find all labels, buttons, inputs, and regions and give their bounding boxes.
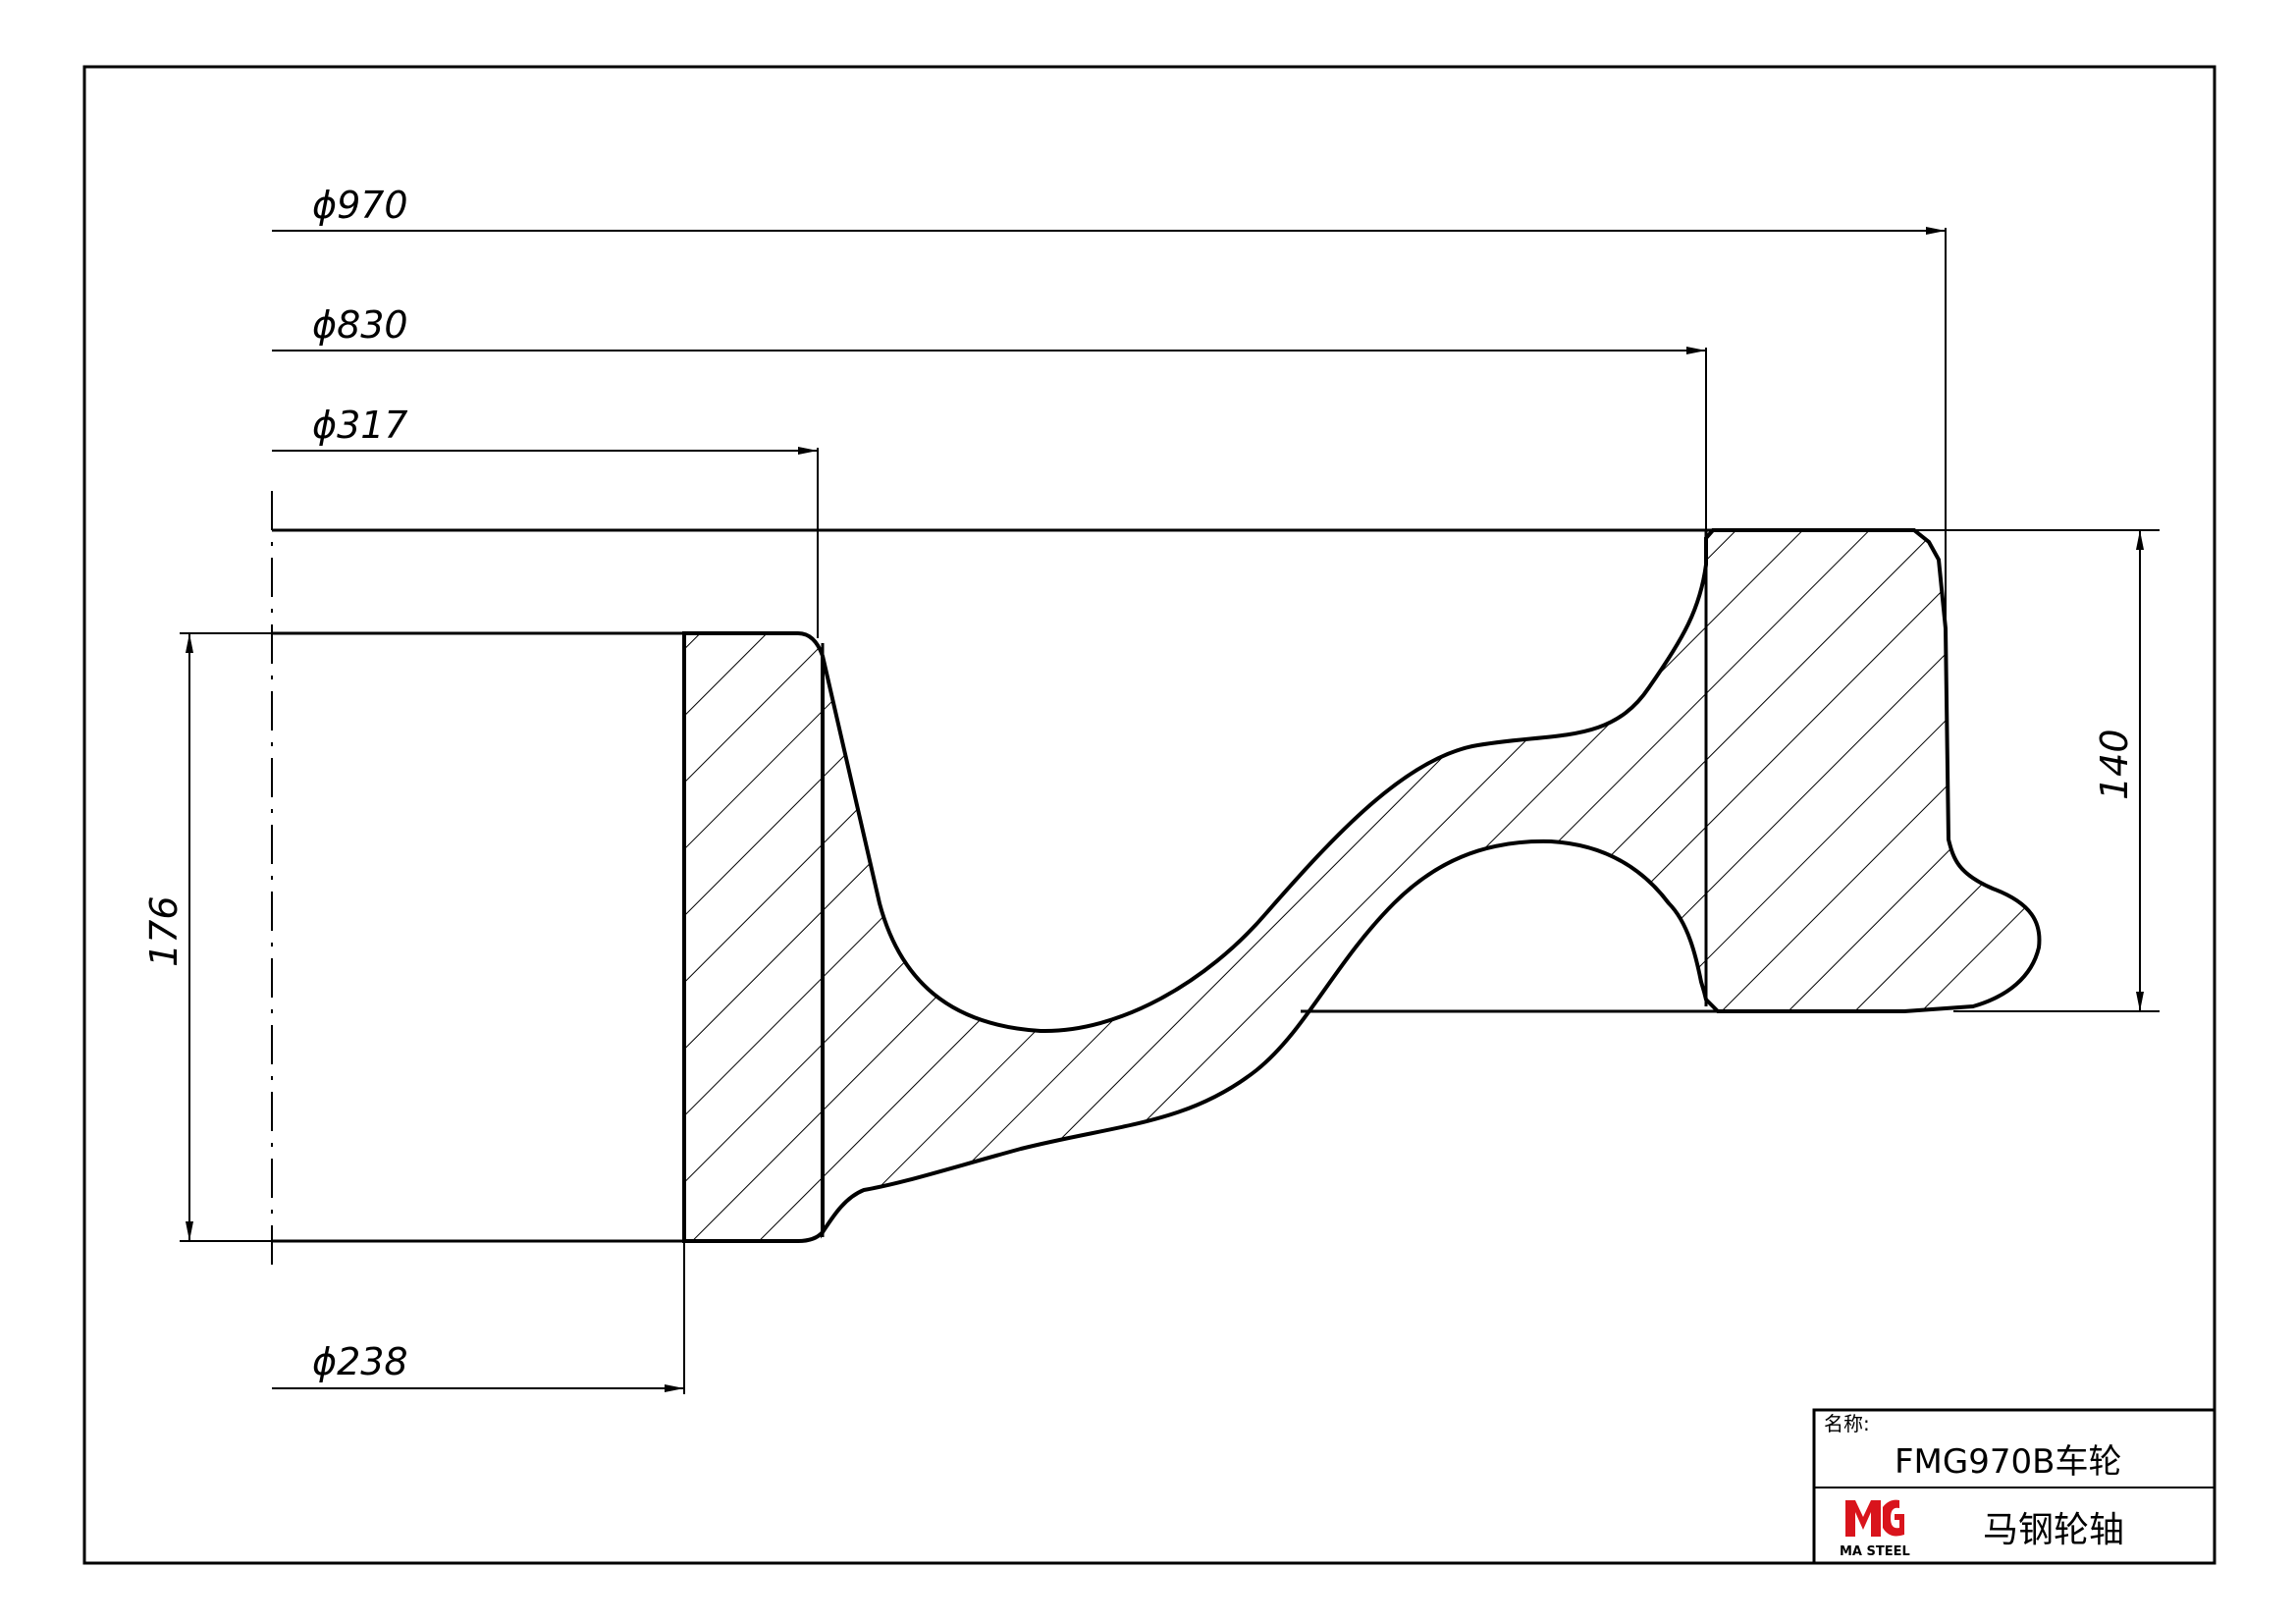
dim-text-238: ϕ238	[312, 1340, 408, 1383]
dim-text-970: ϕ970	[312, 184, 408, 227]
masteel-logo: MA STEEL	[1840, 1499, 1910, 1559]
dim-text-317: ϕ317	[312, 404, 408, 447]
part-name: FMG970B车轮	[1895, 1442, 2121, 1482]
name-label: 名称:	[1824, 1412, 1870, 1435]
drawing-border	[82, 65, 2216, 1565]
title-block: 名称: FMG970B车轮 MA STEEL 马钢轮轴	[1812, 1408, 2216, 1565]
dim-text-176: 176	[142, 895, 186, 967]
dim-text-140: 140	[2093, 729, 2136, 800]
logo-text: MA STEEL	[1840, 1544, 1910, 1559]
web-rim-section	[821, 528, 2042, 1239]
hub-section	[682, 631, 825, 1243]
company-name: 马钢轮轴	[1983, 1510, 2124, 1550]
dim-text-830: ϕ830	[312, 303, 408, 347]
